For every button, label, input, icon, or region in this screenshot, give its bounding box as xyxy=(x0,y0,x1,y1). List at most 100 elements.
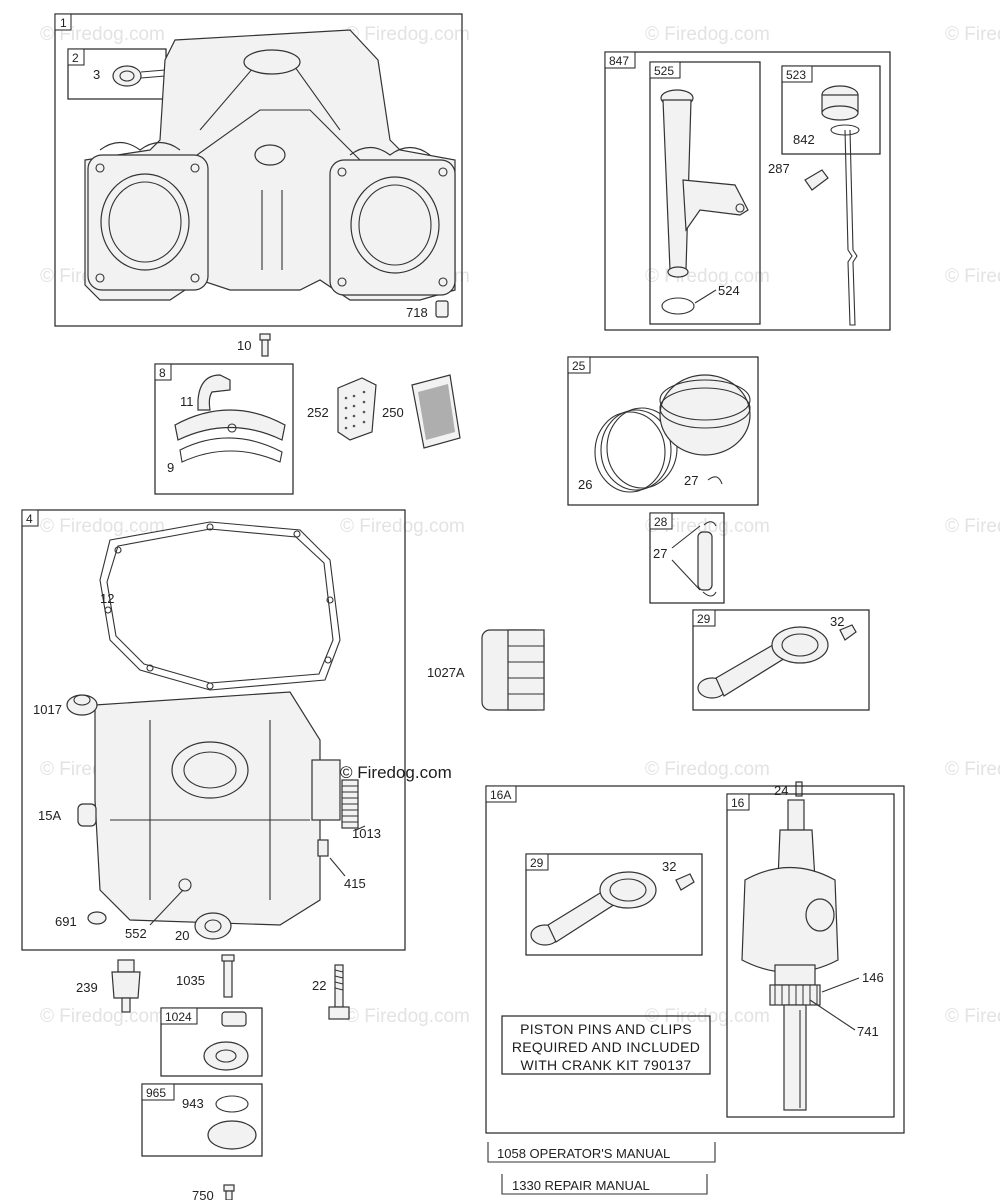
group-1-frame xyxy=(54,13,463,327)
watermark-text: © Firedog.com xyxy=(945,1006,1000,1027)
group-25-label: 25 xyxy=(572,359,586,373)
watermark-text: © Firedog.com xyxy=(645,516,770,537)
sensor-239-part xyxy=(111,959,141,1013)
bolt-10-part xyxy=(259,333,271,357)
part-label-552: 552 xyxy=(125,926,147,941)
group-29-rod-top: 29 32 xyxy=(692,609,870,711)
note-line-3: WITH CRANK KIT 790137 xyxy=(521,1057,692,1073)
group-1-label: 1 xyxy=(60,16,67,30)
manual-repair: 1330 REPAIR MANUAL xyxy=(501,1174,708,1195)
part-label-10: 10 xyxy=(237,338,251,353)
manual-repair-label: 1330 REPAIR MANUAL xyxy=(512,1178,650,1193)
piston-ring-part xyxy=(594,411,666,493)
part-label-239: 239 xyxy=(76,980,98,995)
pin-24-part xyxy=(795,781,803,797)
watermark-text: © Firedog.com xyxy=(945,24,1000,45)
watermark-text: © Firedog.com xyxy=(340,516,465,537)
part-label-1035: 1035 xyxy=(176,973,205,988)
group-28-frame xyxy=(649,512,725,604)
group-965-frame xyxy=(141,1083,263,1157)
part-label-9: 9 xyxy=(167,460,174,475)
watermark-text: © Firedog.com xyxy=(345,1006,470,1027)
watermark-text: © Firedog.com xyxy=(645,24,770,45)
watermark-text: © Firedog.com xyxy=(645,266,770,287)
manual-operators-label: 1058 OPERATOR'S MANUAL xyxy=(497,1146,670,1161)
watermark-text: © Firedog.com xyxy=(945,516,1000,537)
part-label-750: 750 xyxy=(192,1188,214,1200)
group-8-frame xyxy=(154,363,294,495)
watermark-text: © Firedog.com xyxy=(40,516,165,537)
group-8-breather: 8 11 9 xyxy=(154,363,294,495)
group-16-frame xyxy=(726,793,895,1118)
part-label-24: 24 xyxy=(774,783,788,798)
watermark-text: © Firedog.com xyxy=(945,266,1000,287)
part-label-1017: 1017 xyxy=(33,702,62,717)
breather-gasket-part xyxy=(179,437,283,463)
watermark-text: © Firedog.com xyxy=(645,759,770,780)
group-25-frame xyxy=(567,356,759,506)
rod-bolt-part xyxy=(839,624,857,641)
crankcase-cover-part xyxy=(94,691,321,926)
part-label-20: 20 xyxy=(175,928,189,943)
shaft-1035-part xyxy=(221,954,235,998)
note-line-1: PISTON PINS AND CLIPS xyxy=(520,1021,692,1037)
note-line-2: REQUIRED AND INCLUDED xyxy=(512,1039,700,1055)
group-1024-label: 1024 xyxy=(165,1010,192,1024)
rod-bolt-part xyxy=(675,873,695,891)
part-label-415: 415 xyxy=(344,876,366,891)
gasket-part xyxy=(99,521,341,691)
oil-seal-part xyxy=(194,912,232,940)
group-28-label: 28 xyxy=(654,515,668,529)
o-ring-943-part xyxy=(215,1095,249,1113)
part-label-252: 252 xyxy=(307,405,329,420)
part-label-250: 250 xyxy=(382,405,404,420)
part-label-718: 718 xyxy=(406,305,428,320)
group-4-crankcase: 4 12 1017 15A 691 552 20 xyxy=(21,509,406,951)
group-29b-label: 29 xyxy=(530,856,544,870)
group-523-frame xyxy=(781,65,881,155)
watermark-text: © Firedog.com xyxy=(345,24,470,45)
o-ring-part xyxy=(661,297,695,315)
part-label-1027A: 1027A xyxy=(427,665,465,680)
group-523-label: 523 xyxy=(786,68,806,82)
watermarks: © Firedog.com © Firedog.com © Firedog.co… xyxy=(40,24,1000,1027)
washer-part xyxy=(87,911,107,925)
oil-filter-part xyxy=(481,629,545,711)
group-1-tag xyxy=(54,13,72,31)
group-4-frame xyxy=(21,509,406,951)
part-label-1013: 1013 xyxy=(352,826,381,841)
oil-pump-rotor-part xyxy=(203,1041,249,1071)
watermark-text: © Firedog.com xyxy=(40,1006,165,1027)
bushing-part xyxy=(77,803,97,827)
filter-250-part xyxy=(411,374,461,449)
group-25-piston: 25 26 27 xyxy=(567,356,759,506)
filter-252-part xyxy=(337,377,377,441)
part-label-741: 741 xyxy=(857,1024,879,1039)
part-label-3: 3 xyxy=(93,67,100,82)
seal-part xyxy=(112,65,142,87)
part-label-32a: 32 xyxy=(830,614,844,629)
group-28-pin: 28 27 xyxy=(649,512,725,604)
breather-cover-part xyxy=(174,409,286,441)
part-label-22: 22 xyxy=(312,978,326,993)
part-label-11: 11 xyxy=(180,394,194,409)
group-16A-frame xyxy=(485,785,905,1134)
group-847-label: 847 xyxy=(609,54,629,68)
pump-cover-part xyxy=(207,1120,257,1150)
part-label-32b: 32 xyxy=(662,859,676,874)
group-1024-oil-pump: 1024 xyxy=(160,1007,263,1077)
dipstick-part xyxy=(844,129,858,326)
breather-fitting-part xyxy=(804,169,829,191)
part-label-691: 691 xyxy=(55,914,77,929)
spring-part xyxy=(341,779,359,829)
piston-part xyxy=(659,374,751,456)
part-label-27: 27 xyxy=(684,473,698,488)
group-16A-crank-kit: 16A 29 32 PISTON PINS AND CLIPS REQUIRED… xyxy=(485,785,905,1134)
group-16A-label: 16A xyxy=(490,788,511,802)
group-4-label: 4 xyxy=(26,512,33,526)
group-16-label: 16 xyxy=(731,796,745,810)
bolt-22-part xyxy=(328,964,350,1020)
note-frame xyxy=(501,1015,711,1075)
center-watermark: © Firedog.com xyxy=(340,763,452,782)
